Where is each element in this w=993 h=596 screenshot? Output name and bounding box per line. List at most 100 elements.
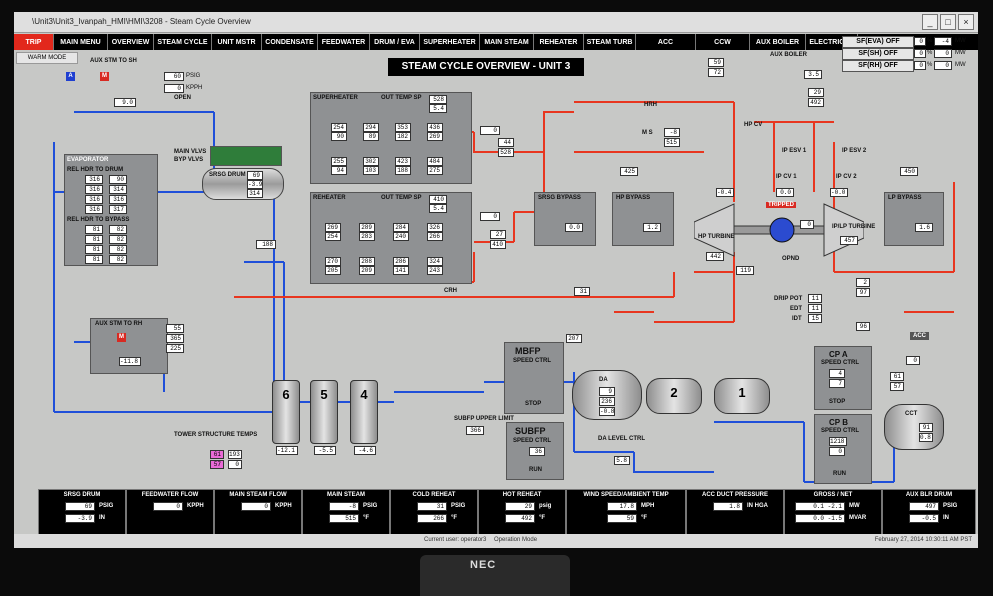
sf-eva-status[interactable]: SF(EVA) OFF [842, 36, 914, 48]
bottom-gross-title: GROSS / NET [813, 492, 853, 498]
mbfp-speed: SPEED CTRL [513, 358, 552, 364]
bottom-srsg-drum-title: SRSG DRUM [63, 492, 101, 498]
bottom-hrh-u1: psig [539, 503, 552, 509]
nav-aux-boiler[interactable]: AUX BOILER [750, 34, 806, 50]
aux-rh-pct: -11.8 [119, 357, 141, 366]
close-button[interactable]: × [958, 14, 974, 30]
nav-ccw[interactable]: CCW [696, 34, 750, 50]
bottom-wind-ambient: WIND SPEED/AMBIENT TEMP 17.8 MPH 59 °F [566, 489, 686, 535]
cpb-run: RUN [833, 471, 846, 477]
srsg-bypass-title: SRSG BYPASS [538, 195, 581, 201]
sf-rh-mw: 0 [934, 61, 952, 70]
bottom-gross-u2: MVAR [849, 515, 867, 521]
nav-steam-cycle[interactable]: STEAM CYCLE [154, 34, 212, 50]
aux-rh-manual-badge: M [117, 333, 126, 342]
heater-5-number: 5 [320, 387, 328, 402]
bottom-cold-reheat: COLD REHEAT 31 PSIG 266 °F [390, 489, 478, 535]
evaporator-panel: EVAPORATOR REL HDR TO DRUM 316 90 316 31… [64, 154, 158, 266]
hmi-screen: \Unit3\Unit3_Ivanpah_HMI\HMI\3208 - Stea… [14, 12, 978, 548]
acc-step: 0 [906, 356, 920, 365]
bottom-crh-u2: °F [451, 515, 458, 521]
sh-rate: 5.4 [429, 104, 447, 113]
bottom-hrh-u2: °F [539, 515, 546, 521]
evap-drum-4b: 317 [109, 205, 127, 214]
evap-byp-4a: 81 [85, 255, 103, 264]
nav-overview[interactable]: OVERVIEW [108, 34, 154, 50]
bottom-feedwater-u1: KPPH [187, 503, 204, 509]
sh-c4a: 436 [427, 123, 443, 132]
da-level-label: DA LEVEL CTRL [598, 436, 646, 442]
nav-drum-eva[interactable]: DRUM / EVA [370, 34, 420, 50]
sf-rh-status[interactable]: SF(RH) OFF [842, 60, 914, 72]
edt-label: EDT [790, 306, 802, 312]
hp-cv-label: HP CV [744, 122, 763, 128]
rh-c6b: 209 [359, 266, 375, 275]
maximize-button[interactable]: □ [940, 14, 956, 30]
status-user: Current user: operator3 [424, 537, 487, 543]
srsg-drum: SRSG DRUM 69 -3.9 314 [202, 168, 284, 200]
aux-rh-psig: 55 [166, 324, 184, 333]
cpa-speed: SPEED CTRL [821, 360, 860, 366]
cpa-title: CP A [829, 350, 848, 359]
status-datetime: February 27, 2014 10:30:11 AM PST [874, 537, 972, 543]
mbfp-panel: MBFP SPEED CTRL STOP [504, 342, 564, 414]
subfp-panel: SUBFP SPEED CTRL 36 RUN [506, 422, 564, 480]
cct-v2: 0.8 [919, 433, 933, 442]
rh-c6a: 288 [359, 257, 375, 266]
turbine-rpm: 119 [736, 266, 754, 275]
nav-steam-turb[interactable]: STEAM TURB [584, 34, 636, 50]
crh-psig: 31 [574, 287, 590, 296]
bottom-main-steam: MAIN STEAM -8 PSIG 515 °F [302, 489, 390, 535]
sf-sh-pct: 0 [914, 49, 926, 58]
bottom-auxblr-u2: IN [943, 515, 949, 521]
idt-val: 15 [808, 314, 822, 323]
minimize-button[interactable]: _ [922, 14, 938, 30]
aux-boiler-psig: 29 [808, 88, 824, 97]
aux-sh-kpph-unit: KPPH [186, 85, 203, 91]
heater-1: 1 [714, 378, 770, 414]
bottom-feedwater-r1: 0 [153, 502, 183, 511]
trip-button[interactable]: TRIP [14, 34, 54, 50]
ip-esv1-label: IP ESV 1 [782, 148, 807, 154]
aux-stm-rh-title: AUX STM TO RH [95, 321, 143, 327]
cpb-panel: CP B SPEED CTRL 1218 0 RUN [814, 414, 872, 484]
sf-sh-status[interactable]: SF(SH) OFF [842, 48, 914, 60]
lp-bypass-pct: 1.6 [915, 223, 933, 232]
nav-unit-mstr[interactable]: UNIT MSTR [212, 34, 262, 50]
aux-top-degf: 72 [708, 68, 724, 77]
bottom-ms-r1: -8 [329, 502, 359, 511]
cpb-speed: SPEED CTRL [821, 428, 860, 434]
sh-c3a: 353 [395, 123, 411, 132]
aux-sh-kpph: 0 [164, 84, 184, 93]
tower-ne: 193 [228, 450, 242, 459]
nav-reheater[interactable]: REHEATER [534, 34, 584, 50]
da-in: -0.8 [599, 407, 615, 416]
nav-feedwater[interactable]: FEEDWATER [318, 34, 370, 50]
nav-main-menu[interactable]: MAIN MENU [54, 34, 108, 50]
aux-sh-pct: 9.0 [114, 98, 136, 107]
rh-degf: 410 [490, 240, 506, 249]
nav-main-steam[interactable]: MAIN STEAM [480, 34, 534, 50]
sf-sh-mw: 0 [934, 49, 952, 58]
acc-min: 57 [890, 382, 904, 391]
heater-6-val: -12.1 [276, 446, 298, 455]
evap-byp-2a: 81 [85, 235, 103, 244]
da-level-pct: 5.8 [614, 456, 630, 465]
main-vlvs-label: MAIN VLVS [174, 149, 207, 155]
cpb-pct: 0 [829, 447, 845, 456]
mbfp-stop: STOP [525, 401, 542, 407]
nav-condensate[interactable]: CONDENSATE [262, 34, 318, 50]
bottom-auxblr-title: AUX BLR DRUM [905, 492, 953, 498]
bottom-srsg-drum-u1: PSIG [99, 503, 114, 509]
nav-superheater[interactable]: SUPERHEATER [420, 34, 480, 50]
rh-c2a: 289 [359, 223, 375, 232]
rh-c5b: 205 [325, 266, 341, 275]
bottom-gross-r1: 0.1 -2.1 [795, 502, 845, 511]
drum-valve-indicators [210, 146, 282, 166]
sh-c4b: 269 [427, 132, 443, 141]
bottom-wind-u1: MPH [641, 503, 655, 509]
nav-acc[interactable]: ACC [636, 34, 696, 50]
sh-c6a: 302 [363, 157, 379, 166]
evap-drum-1b: 90 [109, 175, 127, 184]
bottom-ms-u1: PSIG [363, 503, 378, 509]
